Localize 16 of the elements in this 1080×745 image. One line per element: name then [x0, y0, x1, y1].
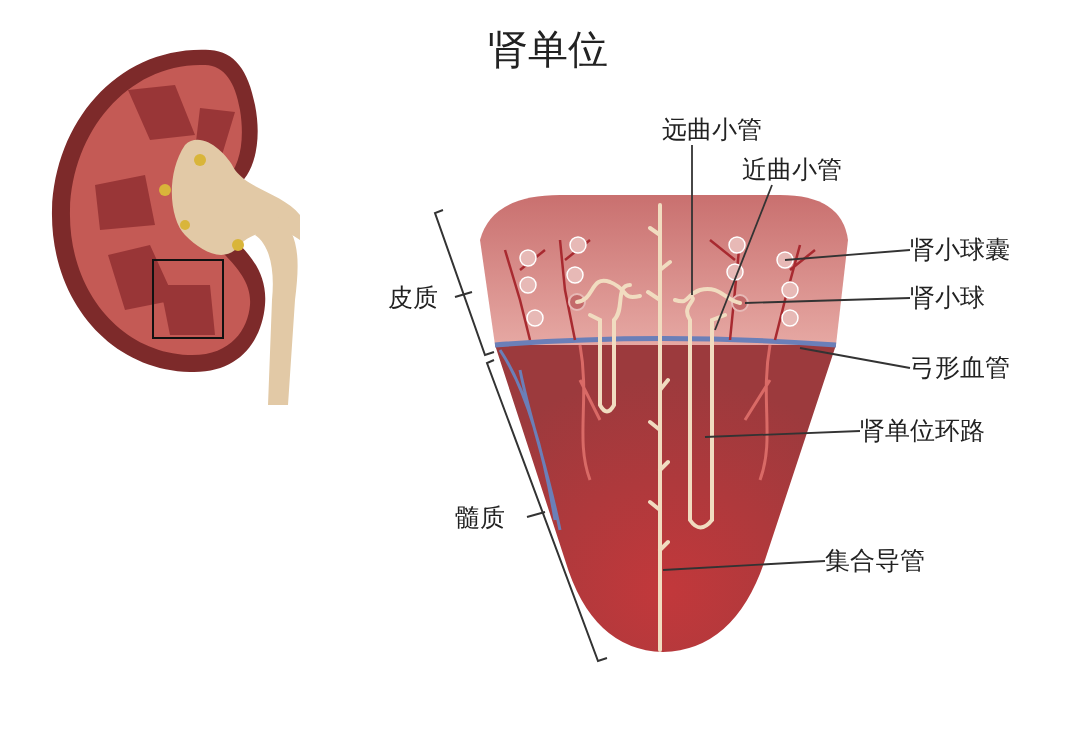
part-label: 肾小球 [910, 283, 985, 313]
leader-line [704, 430, 861, 438]
part-label: 近曲小管 [742, 155, 842, 185]
part-label: 集合导管 [825, 546, 925, 576]
title: 肾单位 [487, 25, 609, 74]
leader-line [799, 347, 911, 369]
leader-line [662, 560, 826, 571]
part-label: 肾小球囊 [910, 235, 1010, 265]
region-label: 皮质 [388, 283, 438, 313]
region-label: 髓质 [455, 503, 505, 533]
part-label: 弓形血管 [910, 353, 1010, 383]
part-label: 肾单位环路 [860, 416, 985, 446]
leader-line [784, 249, 911, 261]
leader-line [744, 297, 911, 304]
leader-line [691, 144, 693, 296]
part-label: 远曲小管 [662, 115, 762, 145]
